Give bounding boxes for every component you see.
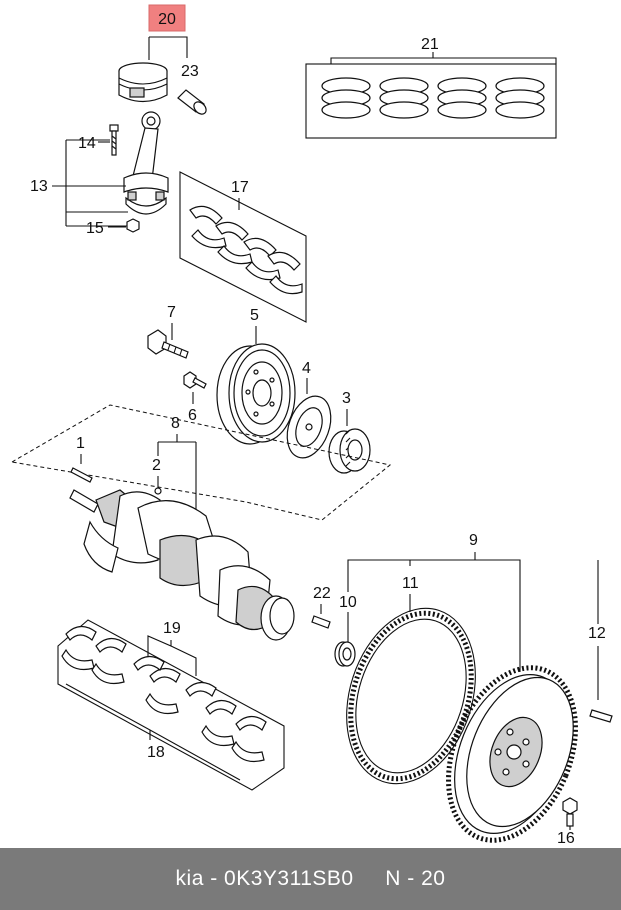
flywheel <box>446 665 578 843</box>
timing-plate <box>286 395 332 459</box>
parts-diagram: 20 23 14 13 15 21 <box>10 4 613 847</box>
callout-2[interactable]: 2 <box>152 457 161 474</box>
callout-18[interactable]: 18 <box>147 744 165 761</box>
thrust-bearing <box>133 655 217 697</box>
callout-11[interactable]: 11 <box>402 575 419 592</box>
callout-13[interactable]: 13 <box>30 178 48 195</box>
callout-7[interactable]: 7 <box>167 304 176 321</box>
oil-plug <box>154 487 162 495</box>
callout-16[interactable]: 16 <box>557 830 575 847</box>
callout-9[interactable]: 9 <box>469 532 478 549</box>
callout-4[interactable]: 4 <box>302 360 311 377</box>
crankshaft-outline <box>10 404 392 521</box>
footer-bar: kia - 0K3Y311SB0 N - 20 <box>0 848 621 910</box>
callout-14[interactable]: 14 <box>78 135 96 152</box>
callout-20[interactable]: 20 <box>158 11 176 28</box>
callout-17[interactable]: 17 <box>231 179 249 196</box>
ring-gear <box>346 607 476 785</box>
main-bearing-set <box>61 625 267 763</box>
crankshaft-pulley <box>216 343 296 445</box>
callout-1[interactable]: 1 <box>76 435 85 452</box>
dowel-pin <box>311 615 331 629</box>
callout-5[interactable]: 5 <box>250 307 259 324</box>
callout-3[interactable]: 3 <box>342 390 351 407</box>
callout-10[interactable]: 10 <box>339 594 357 611</box>
rod-nut <box>126 218 140 233</box>
callout-12[interactable]: 12 <box>588 625 606 642</box>
piston <box>118 62 168 103</box>
flywheel-dowel <box>589 709 613 723</box>
callout-21[interactable]: 21 <box>421 36 439 53</box>
callout-6[interactable]: 6 <box>188 407 197 424</box>
crankshaft-sprocket <box>328 428 371 474</box>
flywheel-bolt <box>562 797 578 827</box>
callout-8[interactable]: 8 <box>171 415 180 432</box>
woodruff-key <box>70 467 93 483</box>
pilot-bearing <box>334 641 356 667</box>
callout-15[interactable]: 15 <box>86 220 104 237</box>
footer-caption: kia - 0K3Y311SB0 N - 20 <box>175 867 446 890</box>
rod-bolt <box>109 124 119 156</box>
callout-23[interactable]: 23 <box>181 63 199 80</box>
piston-ring-set <box>321 77 545 119</box>
callout-20-highlight[interactable] <box>148 4 186 32</box>
piston-pin <box>177 89 207 115</box>
crankshaft <box>69 489 295 641</box>
callout-22[interactable]: 22 <box>313 585 331 602</box>
callout-19[interactable]: 19 <box>163 620 181 637</box>
pulley-bolt <box>147 329 189 359</box>
pulley-hub-bolt <box>183 371 207 389</box>
rod-bearing-set <box>189 205 303 295</box>
connecting-rod <box>123 111 169 215</box>
